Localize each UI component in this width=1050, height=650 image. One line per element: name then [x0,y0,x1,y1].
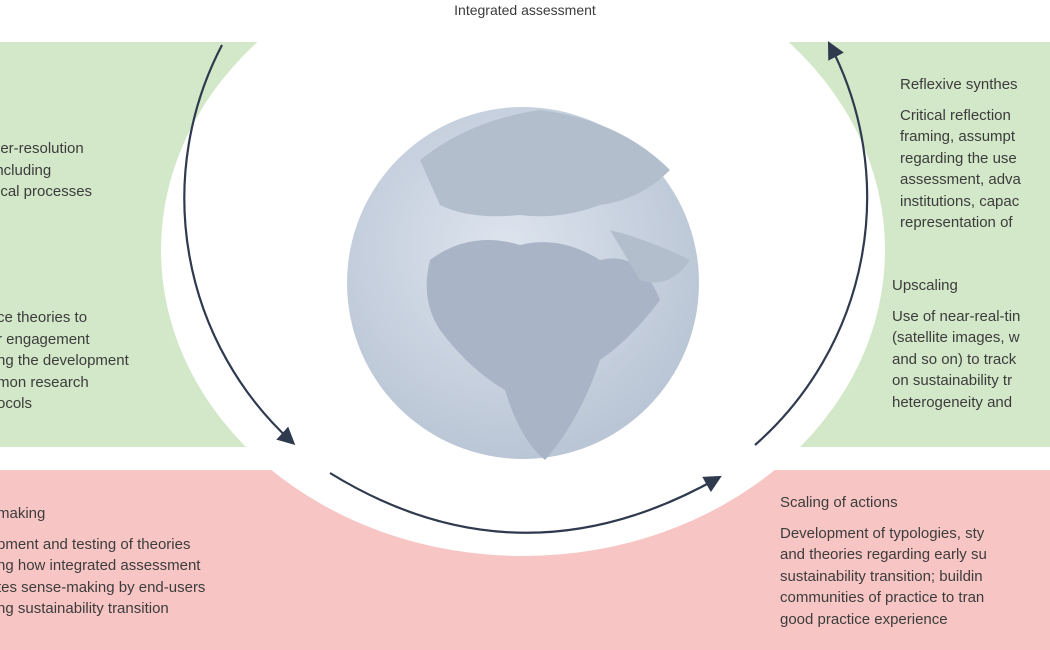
text-line: and so on) to track [892,350,1017,368]
text-line: including [0,161,52,179]
scaling-of-actions-block: Scaling of actions Development of typolo… [780,492,1050,630]
text-line: and theories regarding early su [780,546,987,563]
reflexive-heading: Reflexive synthes [900,76,1018,93]
left-green-block-2: ce theories to r engagement ng the devel… [0,307,129,415]
text-line: mon research [0,373,89,391]
text-line: institutions, capac [900,192,1020,210]
globe-icon [347,107,699,460]
text-line: good practice experience [780,610,948,628]
left-green-block-1: her-resolution including ocal processes [0,138,92,203]
text-line: regarding the use [900,149,1017,167]
text-line: sustainability transition; buildin [780,567,983,585]
diagram-title: Integrated assessment [454,2,596,18]
text-line: r engagement [0,330,90,348]
sense-making-heading: making [0,505,46,522]
reflexive-synthesis-block: Reflexive synthes Critical reflection fr… [900,74,1050,234]
text-line: assessment, adva [900,171,1021,188]
text-line: ng sustainability transition [0,600,169,617]
text-line: tes sense-making by end-users [0,578,206,596]
text-line: ce theories to [0,309,88,326]
text-line: ng the development [0,352,129,369]
arrow-bottom-arc [329,472,722,534]
text-line: ocols [0,395,33,412]
text-line: (satellite images, w [892,329,1020,346]
upscaling-heading: Upscaling [892,277,958,294]
text-line: Use of near-real-tin [892,307,1021,325]
arrow-left-arc [183,44,296,445]
text-line: Development of typologies, sty [780,524,985,542]
text-line: Critical reflection [900,106,1011,124]
text-line: heterogeneity and [892,393,1013,411]
text-line: pment and testing of theories [0,535,191,553]
text-line: representation of [900,214,1013,231]
text-line: ocal processes [0,183,93,200]
arrow-right-arc [754,41,869,446]
text-line: communities of practice to tran [780,589,985,606]
sense-making-block: making pment and testing of theories ng … [0,503,205,620]
upscaling-block: Upscaling Use of near-real-tin (satellit… [892,275,1050,413]
text-line: on sustainability tr [892,372,1013,389]
text-line: her-resolution [0,140,84,157]
scaling-heading: Scaling of actions [780,494,898,511]
text-line: framing, assumpt [900,128,1016,145]
text-line: ng how integrated assessment [0,557,201,574]
